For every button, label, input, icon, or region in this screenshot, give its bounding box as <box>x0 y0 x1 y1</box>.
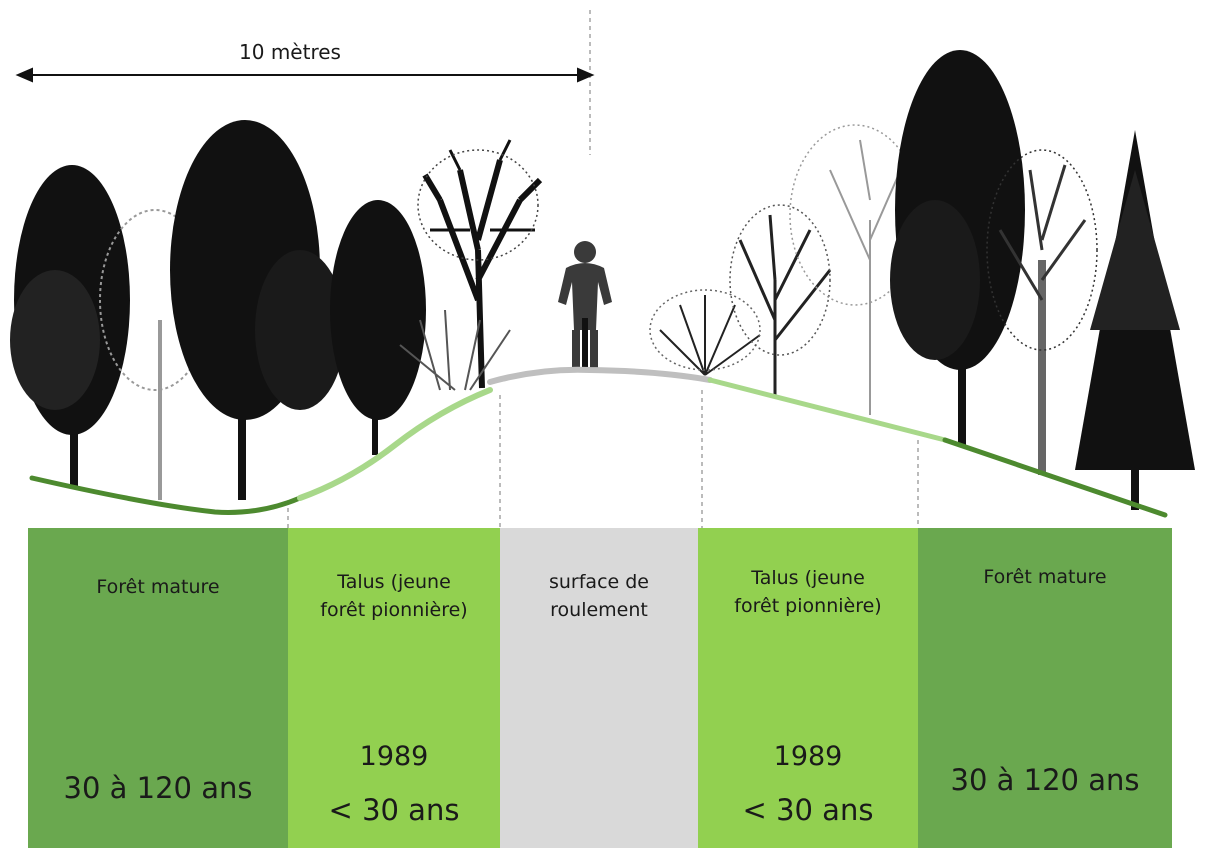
ground-mature-right <box>942 437 1168 518</box>
scale-arrow <box>15 67 595 83</box>
zone-label: Talus (jeune forêt pionnière) <box>320 571 468 621</box>
ground-mature-left <box>29 475 303 515</box>
zone-year: 1989 <box>773 741 843 772</box>
pioneer-forest-left-trees <box>399 139 543 391</box>
zone-age: 30 à 120 ans <box>63 771 253 805</box>
zone-boundaries <box>287 10 919 528</box>
zone-panel-foret-gauche: Forêt mature 30 à 120 ans <box>28 528 288 848</box>
scale-label: 10 mètres <box>239 40 341 64</box>
zone-label: surface de roulement <box>548 571 649 621</box>
ground-talus-right <box>707 377 948 443</box>
zone-age: < 30 ans <box>742 793 874 827</box>
mature-forest-left-trees <box>10 120 426 500</box>
zone-label: Forêt mature <box>983 566 1107 588</box>
zone-age: 30 à 120 ans <box>950 763 1140 797</box>
ground-profile <box>29 366 1168 518</box>
zone-panel-surface: surface de roulement <box>500 528 698 848</box>
zone-panel-talus-droite: Talus (jeune forêt pionnière) 1989 < 30 … <box>698 528 918 848</box>
zone-age: < 30 ans <box>328 793 460 827</box>
zone-year: 1989 <box>359 741 429 772</box>
cross-section-illustration <box>10 10 1195 528</box>
zone-panel-talus-gauche: Talus (jeune forêt pionnière) 1989 < 30 … <box>288 528 500 848</box>
cyclist-icon <box>558 241 612 370</box>
mature-forest-right-trees <box>890 50 1195 510</box>
zone-label: Forêt mature <box>96 576 220 598</box>
ground-path <box>487 366 713 385</box>
pioneer-forest-right-trees <box>649 124 921 415</box>
ground-talus-left <box>297 387 493 501</box>
zone-panel-foret-droite: Forêt mature 30 à 120 ans <box>918 528 1172 848</box>
zone-label: Talus (jeune forêt pionnière) <box>734 567 882 617</box>
